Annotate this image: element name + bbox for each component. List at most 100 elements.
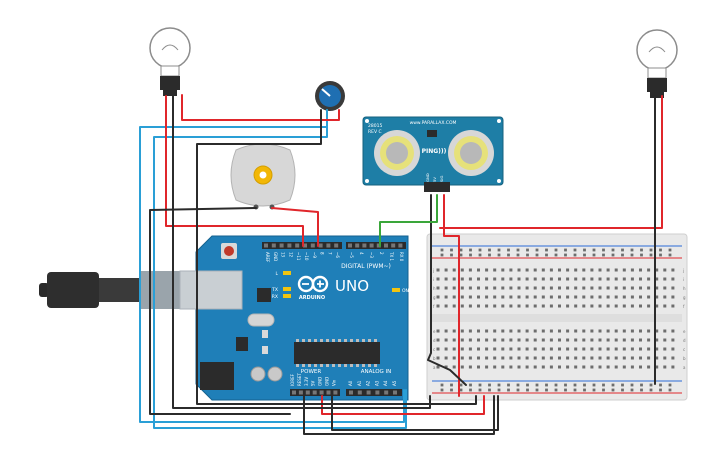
- bb-row-label-right: d: [683, 338, 686, 343]
- dc-jack: [200, 362, 234, 390]
- sensor-part: 28015: [368, 123, 382, 129]
- digital-pin-label: ~9: [312, 252, 317, 258]
- analog-pin-label: A4: [383, 380, 388, 386]
- wire-red-sensor: [443, 194, 460, 397]
- sensor-pin-label: SIG: [439, 175, 444, 182]
- bb-row-label-right: i: [683, 277, 684, 282]
- on-label: ON: [402, 288, 409, 294]
- bb-row-label-right: h: [683, 286, 686, 291]
- bb-row-label-left: f: [433, 304, 435, 309]
- crystal: [247, 313, 275, 327]
- bb-row-label-left: d: [433, 338, 436, 343]
- power-pin-label: Vin: [331, 379, 336, 386]
- power-pin-label: GND: [318, 377, 323, 386]
- led-l: [283, 271, 291, 275]
- wire-red-pot-to-bulb: [181, 94, 340, 121]
- digital-header-2: [346, 242, 406, 249]
- power-label: POWER: [301, 369, 322, 375]
- digital-pin-label: ~5: [349, 252, 354, 258]
- wire-blue-2: [153, 109, 407, 429]
- regulator: [236, 337, 248, 351]
- digital-pin-label: 4: [359, 252, 364, 255]
- wire-black-gnd2: [331, 395, 499, 431]
- digital-pin-label: ~10: [304, 252, 309, 261]
- wires: [139, 94, 663, 435]
- led-rx: [283, 294, 291, 298]
- led-on: [392, 288, 400, 292]
- potentiometer[interactable]: [315, 81, 345, 111]
- capacitor-1: [250, 366, 266, 382]
- bb-row-label-right: j: [682, 268, 684, 273]
- power-pin-label: GND: [325, 377, 330, 386]
- digital-label: DIGITAL (PWM~): [341, 263, 391, 270]
- digital-pin-label: GND: [273, 252, 278, 261]
- ultrasonic-sensor: www.PARALLAX.COM 28015 REV C PING))) GND…: [362, 116, 504, 192]
- usb-chip: [257, 288, 271, 302]
- bb-row-label-left: i: [433, 277, 434, 282]
- wire-black-motor: [149, 207, 291, 415]
- sensor-pin-label: GND: [425, 173, 430, 182]
- analog-pin-label: A0: [348, 380, 353, 386]
- atmega-chip: [294, 342, 380, 364]
- bb-row-label-left: g: [433, 295, 436, 300]
- wire-red-bulb-right: [439, 95, 663, 229]
- wire-green-signal: [379, 194, 438, 247]
- rx-label: RX: [272, 294, 278, 300]
- wire-red-bulb-left: [165, 95, 304, 247]
- wire-black-bulb-left: [172, 95, 431, 409]
- bb-row-label-left: b: [433, 356, 436, 361]
- power-pin-label: 5V: [311, 380, 316, 386]
- digital-pin-label: 12: [288, 252, 293, 258]
- digital-pin-label: ~3: [369, 252, 374, 258]
- sensor-rev: REV C: [368, 129, 382, 135]
- analog-pin-label: A5: [392, 380, 397, 386]
- bb-row-label-right: c: [683, 347, 685, 352]
- analog-pin-label: A2: [366, 380, 371, 386]
- digital-pin-label: 8: [320, 252, 325, 255]
- digital-pin-label: TX 1: [389, 251, 394, 261]
- power-pin-label: 3.3V: [304, 377, 309, 386]
- sensor-brand: www.PARALLAX.COM: [410, 120, 457, 126]
- power-pin-label: IOREF: [290, 373, 295, 386]
- capacitor-2: [267, 366, 283, 382]
- breadboard-holes: [436, 248, 675, 392]
- wire-black-gnd: [303, 395, 495, 435]
- digital-pin-label: 13: [281, 252, 286, 258]
- led-tx: [283, 287, 291, 291]
- power-pin-label: RESET: [297, 373, 302, 386]
- analog-label: ANALOG IN: [361, 369, 392, 375]
- digital-pin-label: ~6: [335, 252, 340, 258]
- sensor-pin-label: 5V: [432, 177, 437, 182]
- digital-pin-label: AREF: [265, 252, 270, 263]
- sensor-name: PING))): [422, 148, 447, 155]
- bb-row-label-right: b: [683, 356, 686, 361]
- arduino-logo: [297, 275, 329, 293]
- analog-header: [346, 389, 402, 396]
- digital-pin-label: RX 0: [399, 252, 404, 262]
- model-label: UNO: [335, 277, 369, 295]
- analog-pin-label: A3: [374, 380, 379, 386]
- light-bulb-right: [636, 29, 678, 98]
- analog-pin-label: A1: [357, 380, 362, 386]
- tx-label: TX: [271, 287, 278, 293]
- digital-pin-label: 7: [327, 252, 332, 255]
- bb-row-label-right: f: [683, 304, 685, 309]
- l-label: L: [275, 271, 278, 277]
- digital-pin-label: ~11: [296, 252, 301, 261]
- bb-row-label-left: j: [432, 268, 434, 273]
- wire-black-sensor: [427, 194, 467, 386]
- bb-row-label-right: a: [683, 365, 686, 370]
- digital-pin-label: 2: [379, 252, 384, 255]
- wire-black-pot: [196, 109, 477, 405]
- bb-row-label-left: h: [433, 286, 436, 291]
- bb-row-label-left: c: [433, 347, 435, 352]
- bb-row-label-left: a: [433, 365, 436, 370]
- bb-row-label-left: e: [433, 329, 436, 334]
